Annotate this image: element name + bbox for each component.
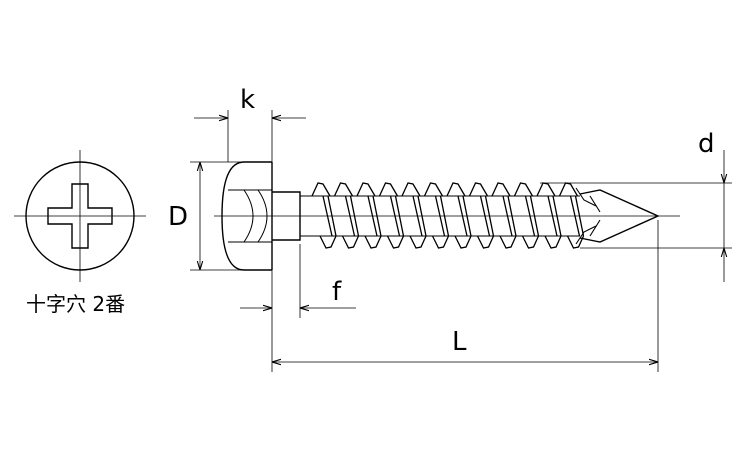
thread-flight-bottom (341, 235, 360, 249)
thread-flight-bottom (319, 235, 337, 249)
thread-flight-top (536, 182, 556, 197)
head-outer-circle (25, 161, 135, 271)
thread-flight-top (311, 182, 331, 197)
thread-flights (311, 182, 585, 249)
thread-helix-line (344, 195, 356, 237)
thread-flight-bottom (544, 235, 562, 249)
thread-flight-top (468, 182, 489, 197)
thread-helix-line (507, 195, 517, 237)
thread-helix-line (412, 195, 423, 237)
head-recess-caption: 十字穴 2番 (26, 292, 125, 316)
thread-flight-bottom (521, 235, 540, 249)
thread-helix-line (547, 195, 558, 237)
thread-flight-bottom (431, 235, 450, 249)
dimension-label-f: f (332, 277, 342, 307)
thread-helix-line (322, 195, 333, 237)
thread-flight-bottom (386, 235, 405, 249)
thread-helix-line (372, 195, 382, 237)
thread-helix-line (389, 195, 401, 237)
thread-helix-line (484, 195, 495, 237)
thread-helix-line (462, 195, 472, 237)
screw-neck (272, 191, 301, 241)
thread-helix-line (417, 195, 427, 237)
thread-helix-line (569, 195, 581, 237)
thread-helix-line (327, 195, 337, 237)
recess-cone-hidden (228, 189, 272, 243)
thread-helix-line (394, 195, 405, 237)
thread-flight-top (333, 182, 354, 197)
thread-helix-line (439, 195, 450, 237)
thread-flight-top (491, 182, 511, 197)
thread-flight-top (446, 182, 466, 197)
thread-helix-line (552, 195, 562, 237)
thread-helix-line (574, 195, 585, 237)
thread-flight-top (378, 182, 399, 197)
drill-point-flutes (575, 187, 601, 245)
thread-helix-line (434, 195, 446, 237)
dimension-label-L: L (452, 327, 467, 357)
dimension-lines (190, 110, 732, 372)
screw-side-view (214, 161, 680, 271)
dimension-label-D: D (168, 202, 188, 232)
thread-flight-bottom (454, 235, 472, 249)
thread-helix-line (529, 195, 540, 237)
thread-helix-line (349, 195, 360, 237)
dimension-label-k: k (240, 85, 255, 115)
drill-point (579, 189, 660, 243)
head-end-view (14, 150, 146, 282)
thread-flight-top (356, 182, 376, 197)
thread-flight-bottom (499, 235, 517, 249)
dimension-label-d: d (698, 129, 715, 159)
thread-flight-bottom (364, 235, 382, 249)
thread-flight-bottom (476, 235, 495, 249)
thread-flight-top (513, 182, 534, 197)
thread-flight-top (558, 182, 579, 197)
pan-head (221, 161, 272, 271)
thread-flight-bottom (566, 235, 585, 249)
thread-helix-line (479, 195, 491, 237)
thread-helix-line (457, 195, 468, 237)
phillips-cross-recess-icon (47, 183, 113, 249)
thread-flight-bottom (409, 235, 427, 249)
thread-helix-line (367, 195, 378, 237)
thread-flight-top (423, 182, 444, 197)
thread-helix-line (502, 195, 513, 237)
thread-flight-top (401, 182, 421, 197)
thread-helix-line (524, 195, 536, 237)
